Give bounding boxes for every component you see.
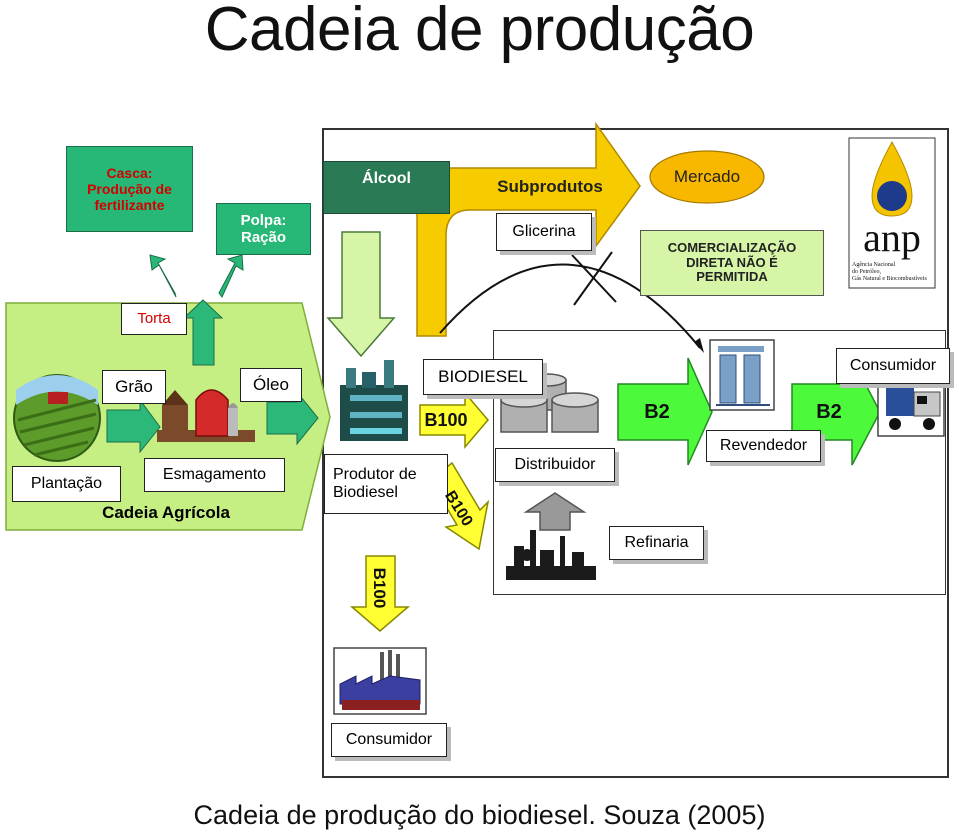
- casca-line1: Casca:: [106, 164, 153, 181]
- b100-main-label: B100: [424, 409, 468, 430]
- anp-logo-text: anp: [863, 215, 921, 260]
- mercado-ellipse: [649, 150, 765, 204]
- consumidor-right-box: Consumidor: [836, 348, 950, 384]
- b2-second-label: B2: [816, 400, 842, 423]
- alcool-down-arrow: [326, 231, 396, 358]
- refinery-picture: [506, 530, 596, 580]
- b100-right-arrow: [419, 390, 489, 450]
- alcool-box: Álcool: [323, 161, 450, 214]
- comercializacao-line2: DIRETA NÃO É: [686, 254, 778, 270]
- grao-right-arrow: [106, 398, 161, 454]
- polpa-line2: Ração: [240, 229, 287, 246]
- torta-label: Torta: [121, 303, 187, 335]
- polpa-line1: Polpa:: [240, 211, 287, 229]
- glicerina-box: Glicerina: [496, 213, 592, 251]
- grao-label: Grão: [102, 370, 166, 404]
- anp-sub-line2: do Petróleo,: [852, 269, 881, 275]
- subprodutos-label: Subprodutos: [497, 177, 603, 197]
- esmagamento-label: Esmagamento: [144, 458, 285, 492]
- refinaria-box: Refinaria: [609, 526, 704, 560]
- revendedor-box: Revendedor: [706, 430, 821, 462]
- curve-arrowhead: [694, 338, 704, 353]
- factory-picture: [333, 647, 427, 715]
- arrow-to-polpa: [218, 254, 244, 298]
- anp-logo-subtext: Agência Nacional do Petróleo, Gás Natura…: [852, 262, 934, 283]
- produtor-line1: Produtor de: [333, 465, 417, 483]
- page-title: Cadeia de produção: [204, 0, 755, 64]
- comercializacao-line1: COMERCIALIZAÇÃO: [667, 239, 797, 255]
- torta-up-arrow: [182, 299, 224, 366]
- casca-line3: fertilizante: [94, 197, 165, 214]
- biodiesel-plant-picture: [340, 360, 408, 441]
- distribuidor-box: Distribuidor: [495, 448, 615, 482]
- casca-box: Casca: Produção de fertilizante: [66, 146, 193, 232]
- produtor-box: Produtor de Biodiesel: [324, 454, 448, 514]
- b2-arrow-1: [617, 357, 713, 466]
- biodiesel-box: BIODIESEL: [423, 359, 543, 395]
- cross-line-2: [573, 251, 613, 306]
- b100-down-arrow: [349, 555, 411, 632]
- direct-sale-curve: [439, 263, 701, 349]
- refinaria-up-arrow: [523, 492, 587, 531]
- b100-down-label: B100: [369, 567, 389, 609]
- mercado-label: Mercado: [673, 167, 741, 187]
- casca-line2: Produção de: [87, 180, 172, 197]
- cadeia-agricola-label: Cadeia Agrícola: [102, 503, 230, 523]
- anp-logo-drop: [848, 137, 936, 289]
- arrow-to-casca: [149, 254, 177, 298]
- anp-sub-line3: Gás Natural e Biocombustíveis: [852, 276, 927, 282]
- b2-first-label: B2: [644, 400, 670, 423]
- fuel-station-picture: [709, 339, 775, 411]
- figure-caption: Cadeia de produção do biodiesel. Souza (…: [193, 800, 766, 830]
- polpa-box: Polpa: Ração: [216, 203, 311, 255]
- consumidor-bottom-box: Consumidor: [331, 723, 447, 757]
- diagram-frame: [322, 128, 949, 778]
- comercializacao-box: COMERCIALIZAÇÃO DIRETA NÃO É PERMITIDA: [640, 230, 824, 296]
- distribution-region: [493, 330, 946, 595]
- farm-picture: [157, 389, 255, 442]
- anp-sub-line1: Agência Nacional: [852, 262, 896, 268]
- produtor-line2: Biodiesel: [333, 484, 398, 501]
- plantacao-label: Plantação: [12, 466, 121, 502]
- plantation-picture: [13, 374, 101, 462]
- tanks-picture: [500, 373, 599, 433]
- oleo-label: Óleo: [240, 368, 302, 402]
- comercializacao-line3: PERMITIDA: [696, 269, 768, 285]
